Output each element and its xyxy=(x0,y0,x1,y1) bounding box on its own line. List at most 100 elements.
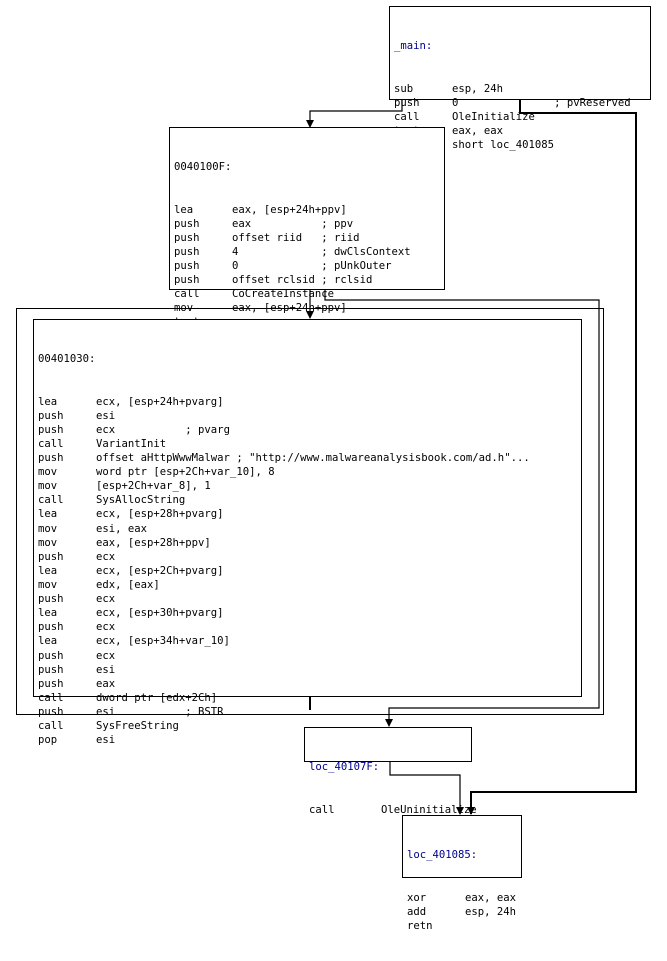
instruction-operands: eax, [esp+24h+ppv] xyxy=(232,203,347,216)
instruction-comment: ; pvReserved xyxy=(554,96,631,109)
instruction-operands: ecx xyxy=(96,423,186,436)
instruction-mnemonic: mov xyxy=(174,302,194,315)
instruction-mnemonic: push xyxy=(174,217,200,230)
instruction-operands: ecx, [esp+2Ch+pvarg] xyxy=(96,564,224,577)
instruction-operands: offset aHttpWwwMalwar ; "http://www.malw… xyxy=(96,452,530,465)
instruction-mnemonic: retn xyxy=(407,919,433,932)
instruction-mnemonic: push xyxy=(38,677,64,690)
edge-main-to-40100f xyxy=(306,100,403,128)
instruction-operands: esi xyxy=(96,409,116,422)
block-label: 00401030: xyxy=(38,353,96,366)
instruction-mnemonic: push xyxy=(38,452,64,465)
instruction-mnemonic: push xyxy=(38,621,64,634)
instruction-operands: [esp+2Ch+var_8], 1 xyxy=(96,480,211,493)
instruction-operands: short loc_401085 xyxy=(452,139,555,152)
instruction-operands: 0 xyxy=(452,96,555,109)
instruction-line: call CoCreateInstance xyxy=(174,287,411,301)
instruction-mnemonic: mov xyxy=(38,466,58,479)
instruction-line: lea ecx, [esp+28h+pvarg] xyxy=(38,507,530,521)
instruction-operands: CoCreateInstance xyxy=(232,288,335,301)
instruction-operands: dword ptr [edx+2Ch] xyxy=(96,691,218,704)
instruction-operands: ecx, [esp+28h+pvarg] xyxy=(96,508,224,521)
edge-loc40107f-to-loc401085 xyxy=(389,761,464,815)
instruction-operands: VariantInit xyxy=(96,437,167,450)
instruction-line: call dword ptr [edx+2Ch] xyxy=(38,691,530,705)
instruction-mnemonic: call xyxy=(38,494,64,507)
instruction-operands: esp, 24h xyxy=(465,905,517,918)
instruction-operands: ecx, [esp+24h+pvarg] xyxy=(96,395,224,408)
instruction-operands: ecx xyxy=(96,550,116,563)
instruction-line: call SysFreeString xyxy=(38,719,530,733)
instruction-operands: 4 xyxy=(232,245,322,258)
instruction-mnemonic: mov xyxy=(38,480,58,493)
instruction-mnemonic: push xyxy=(174,231,200,244)
instruction-line: push offset riid ; riid xyxy=(174,231,411,245)
instruction-mnemonic: call xyxy=(394,110,420,123)
instruction-mnemonic: push xyxy=(38,550,64,563)
instruction-line: call OleInitialize xyxy=(394,110,631,124)
instruction-comment: ; dwClsContext xyxy=(321,245,411,258)
instruction-operands: eax, eax xyxy=(465,891,517,904)
instruction-operands: OleInitialize xyxy=(452,110,535,123)
instruction-comment: ; BSTR xyxy=(185,706,224,719)
instruction-mnemonic: mov xyxy=(38,536,58,549)
instruction-mnemonic: push xyxy=(174,274,200,287)
instruction-operands: SysFreeString xyxy=(96,720,179,733)
instruction-operands: ecx xyxy=(96,621,116,634)
instruction-line: mov esi, eax xyxy=(38,522,530,536)
instruction-mnemonic: mov xyxy=(38,522,58,535)
instruction-operands: offset riid xyxy=(232,231,322,244)
instruction-operands: eax xyxy=(96,677,116,690)
instruction-line: retn xyxy=(407,919,516,933)
instruction-mnemonic: push xyxy=(174,260,200,273)
instruction-mnemonic: push xyxy=(38,423,64,436)
instruction-mnemonic: call xyxy=(38,720,64,733)
instruction-mnemonic: call xyxy=(38,437,64,450)
instruction-line: mov eax, [esp+28h+ppv] xyxy=(38,536,530,550)
instruction-comment: ; riid xyxy=(321,231,360,244)
block-group-frame xyxy=(16,308,604,715)
instruction-mnemonic: add xyxy=(407,905,427,918)
instruction-operands: eax xyxy=(232,217,322,230)
instruction-operands: eax, [esp+24h+ppv] xyxy=(232,302,347,315)
instruction-operands: edx, [eax] xyxy=(96,579,160,592)
instruction-operands: eax, [esp+28h+ppv] xyxy=(96,536,211,549)
edge-main-to-loc401085 xyxy=(467,100,637,815)
instruction-operands: ecx xyxy=(96,593,116,606)
instruction-operands: eax, eax xyxy=(452,124,504,137)
instruction-operands: esi, eax xyxy=(96,522,148,535)
instruction-mnemonic: call xyxy=(38,691,64,704)
instruction-operands: offset rclsid xyxy=(232,274,322,287)
instruction-line: call VariantInit xyxy=(38,437,530,451)
instruction-mnemonic: call xyxy=(309,803,335,816)
instruction-mnemonic: lea xyxy=(38,508,58,521)
instruction-mnemonic: call xyxy=(174,288,200,301)
instruction-operands: OleUninitialize xyxy=(381,803,477,816)
block-label: _main: xyxy=(394,40,433,53)
instruction-line: push offset aHttpWwwMalwar ; "http://www.… xyxy=(38,451,530,465)
instruction-mnemonic: push xyxy=(38,649,64,662)
instruction-line: mov [esp+2Ch+var_8], 1 xyxy=(38,479,530,493)
